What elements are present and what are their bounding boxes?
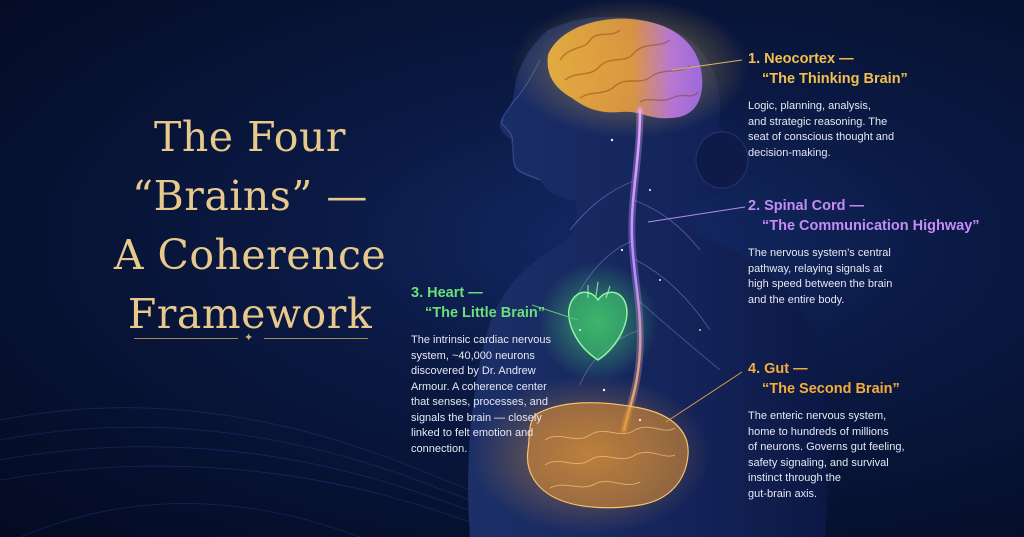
callout-body: The enteric nervous system, home to hund…: [748, 409, 905, 502]
callout-heading: 4. Gut —: [748, 361, 808, 377]
spinal-cord-leader: [647, 206, 746, 223]
callout-body-line: and the entire body.: [748, 293, 845, 306]
divider-line-left: [134, 338, 238, 339]
title-line: The Four: [154, 113, 346, 161]
callout-body-line: pathway, relaying signals at: [748, 262, 883, 275]
callout-body-line: system, ~40,000 neurons: [411, 349, 535, 362]
gut-illustration: [526, 402, 689, 509]
callout-body-line: that senses, processes, and: [411, 396, 548, 408]
callout-body-line: instinct through the: [748, 472, 841, 484]
callout-body-line: Logic, planning, analysis,: [748, 100, 871, 112]
title-line: A Coherence: [113, 231, 387, 279]
callout-body-line: home to hundreds of millions: [748, 425, 889, 438]
callout-body-line: The enteric nervous system,: [748, 410, 887, 422]
divider-line-right: [264, 338, 368, 339]
callout-body: The intrinsic cardiac nervous system, ~4…: [411, 333, 551, 457]
callout-body-line: gut-brain axis.: [748, 487, 818, 500]
title-divider: ✦: [134, 332, 368, 344]
title-line: “Brains” —: [132, 172, 368, 220]
callout-body-line: of neurons. Governs gut feeling,: [748, 441, 905, 453]
callout-body-line: The nervous system’s central: [748, 247, 891, 259]
callout-heading: 1. Neocortex —: [748, 51, 854, 67]
title-line: Framework: [127, 290, 373, 338]
callout-body-line: high speed between the brain: [748, 278, 893, 290]
callout-heading: 2. Spinal Cord —: [748, 198, 865, 214]
page-title: The Four “Brains” — A Coherence Framewor…: [100, 108, 400, 344]
heart-illustration: [568, 281, 628, 361]
callout-subtitle: “The Thinking Brain”: [762, 71, 908, 87]
callout-body-line: connection.: [411, 442, 468, 455]
callout-body-line: safety signaling, and survival: [748, 456, 889, 469]
callout-body-line: discovered by Dr. Andrew: [411, 365, 536, 377]
brain-illustration: [547, 18, 703, 119]
diamond-icon: ✦: [244, 331, 254, 344]
gut-callout: 4. Gut — “The Second Brain” The enteric …: [748, 359, 905, 502]
callout-body: The nervous system’s central pathway, re…: [748, 246, 980, 308]
callout-body-line: and strategic reasoning. The: [748, 115, 888, 128]
callout-body-line: seat of conscious thought and: [748, 131, 895, 143]
callout-subtitle: “The Communication Highway”: [762, 218, 980, 234]
spinal-cord-illustration: [569, 106, 721, 434]
callout-heading: 3. Heart —: [411, 285, 483, 301]
neocortex-callout: 1. Neocortex — “The Thinking Brain” Logi…: [748, 49, 908, 161]
callout-subtitle: “The Second Brain”: [762, 381, 900, 397]
callout-body: Logic, planning, analysis, and strategic…: [748, 99, 908, 161]
gut-leader: [665, 371, 743, 423]
heart-leader: [531, 304, 579, 321]
leader-lines: [531, 59, 746, 423]
background-waves: [0, 407, 700, 537]
spinal-cord-callout: 2. Spinal Cord — “The Communication High…: [748, 196, 980, 308]
callout-body-line: The intrinsic cardiac nervous: [411, 334, 552, 346]
callout-subtitle: “The Little Brain”: [425, 305, 546, 321]
sparkle-dots: [579, 138, 701, 422]
callout-body-line: linked to felt emotion and: [411, 427, 534, 439]
callout-body-line: Armour. A coherence center: [411, 380, 547, 393]
callout-body-line: signals the brain — closely: [411, 411, 542, 424]
heart-callout: 3. Heart — “The Little Brain” The intrin…: [411, 283, 551, 457]
neocortex-leader: [671, 59, 743, 71]
callout-body-line: decision-making.: [748, 146, 831, 159]
